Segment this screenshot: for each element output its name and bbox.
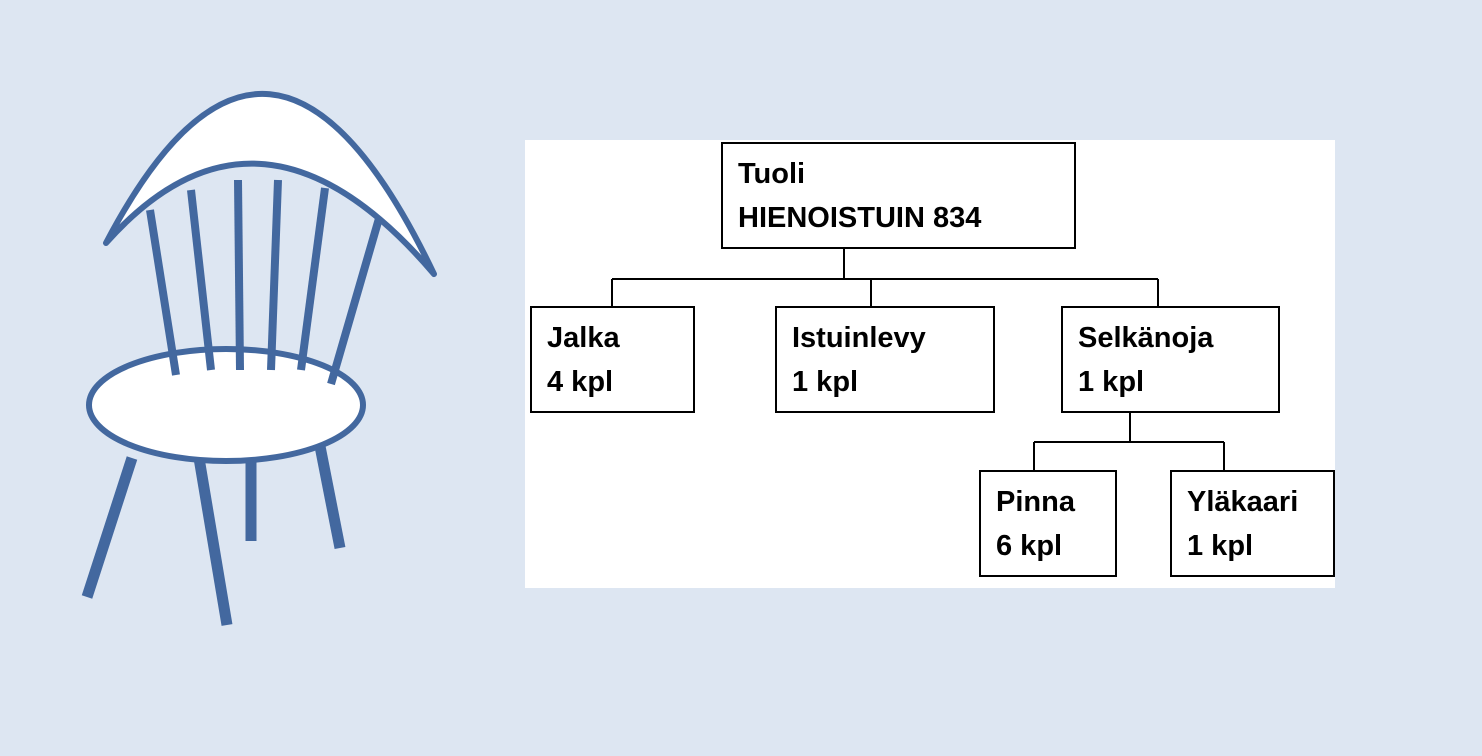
node-pinna-name: Pinna — [996, 486, 1075, 518]
node-selkanoja-name: Selkänoja — [1078, 322, 1214, 354]
node-ylakaari-name: Yläkaari — [1187, 486, 1299, 518]
node-jalka: Jalka 4 kpl — [530, 306, 695, 413]
node-ylakaari: Yläkaari 1 kpl — [1170, 470, 1335, 577]
chair-spindle — [234, 179, 244, 371]
chair-leg — [193, 457, 233, 626]
node-istuinlevy-qty: 1 kpl — [792, 366, 859, 398]
node-jalka-qty: 4 kpl — [547, 366, 614, 398]
chair-spindle — [146, 209, 180, 376]
diagram-panel: Tuoli HIENOISTUIN 834 Jalka 4 kpl Istuin… — [525, 140, 1335, 588]
chair-spindle — [297, 187, 329, 371]
node-root: Tuoli HIENOISTUIN 834 — [721, 142, 1076, 249]
chair-icon — [81, 90, 437, 626]
chair-spindle — [327, 213, 384, 386]
tree-connectors — [611, 249, 1225, 470]
node-root-detail: HIENOISTUIN 834 — [738, 202, 982, 234]
node-jalka-name: Jalka — [547, 322, 620, 354]
node-root-name: Tuoli — [738, 158, 806, 190]
node-istuinlevy: Istuinlevy 1 kpl — [775, 306, 995, 413]
chair-leg — [312, 434, 346, 550]
node-selkanoja: Selkänoja 1 kpl — [1061, 306, 1280, 413]
chair-top-rail — [103, 90, 437, 277]
chair-leg — [81, 456, 138, 599]
node-selkanoja-qty: 1 kpl — [1078, 366, 1145, 398]
node-pinna-qty: 6 kpl — [996, 530, 1063, 562]
chair-spindle — [187, 189, 215, 371]
node-ylakaari-qty: 1 kpl — [1187, 530, 1254, 562]
chair-seat — [86, 346, 366, 464]
chair-spindle — [267, 179, 282, 371]
node-pinna: Pinna 6 kpl — [979, 470, 1117, 577]
node-istuinlevy-name: Istuinlevy — [792, 322, 926, 354]
